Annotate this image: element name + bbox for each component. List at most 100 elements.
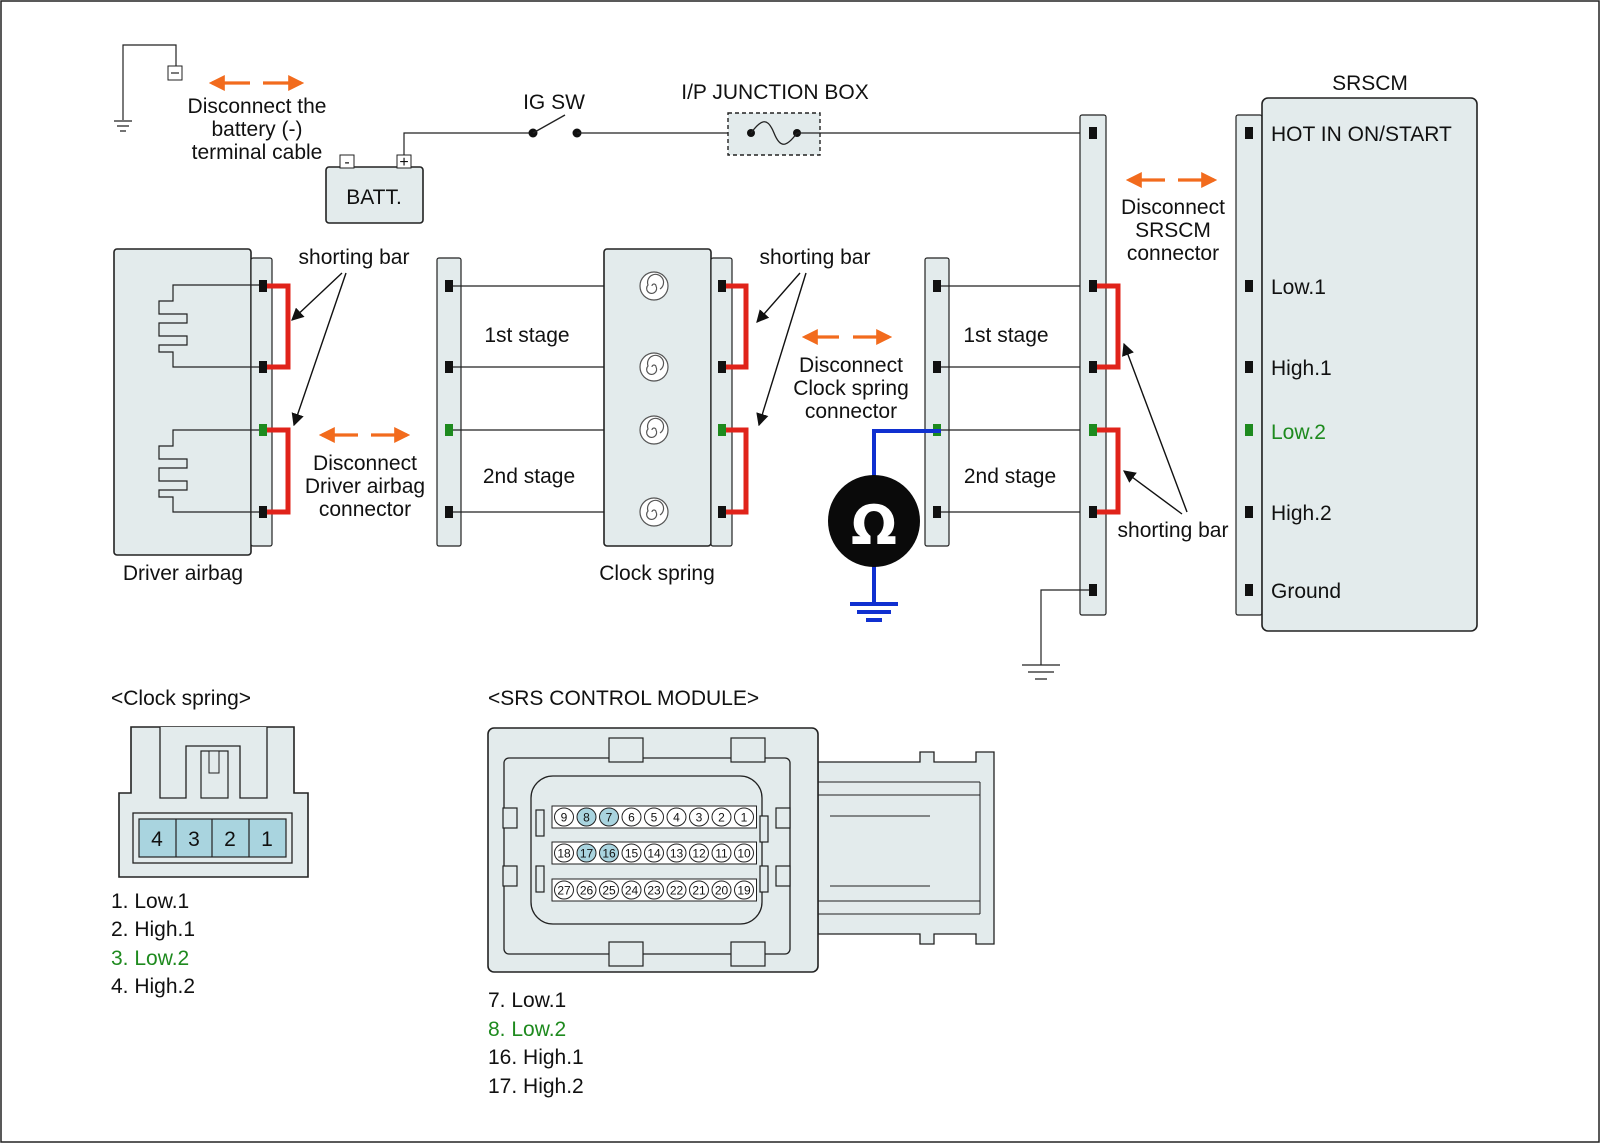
disconnect-clock-line3: connector [805, 400, 897, 423]
srscm-terminal-ground: Ground [1271, 580, 1341, 603]
srs-pin-19 [734, 880, 754, 900]
srs-pin-6 [621, 807, 642, 827]
srs-pin-label-16: 16 [602, 847, 616, 861]
srs-pin-label-25: 25 [602, 884, 616, 898]
battery-positive-terminal: + [399, 154, 408, 171]
clock-legend-4: 4. High.2 [111, 975, 195, 998]
srscm-harness-wires [941, 285, 1092, 513]
clock-connector-title: <Clock spring> [111, 687, 251, 710]
ohm-symbol: Ω [851, 494, 897, 557]
disconnect-clock-line2: Clock spring [793, 377, 909, 400]
srs-pin-8 [576, 807, 597, 827]
srs-pin-20 [711, 880, 732, 900]
battery-note-line2: battery (-) [211, 118, 302, 141]
battery-negative-terminal: - [344, 154, 349, 171]
srscm-terminal-hot-in: HOT IN ON/START [1271, 123, 1452, 146]
srs-pin-label-13: 13 [670, 847, 684, 861]
disconnect-driver-line3: connector [319, 498, 411, 521]
srscm-shorting-bar-label: shorting bar [1118, 519, 1229, 542]
srscm-title: SRSCM [1332, 72, 1408, 95]
clock-stage2-label: 2nd stage [483, 465, 575, 488]
srscm-terminal-high1: High.1 [1271, 357, 1332, 380]
srs-module-title: <SRS CONTROL MODULE> [488, 687, 759, 710]
clock-shorting-bar-arrow-2 [756, 272, 807, 427]
srs-pin-27 [554, 880, 574, 900]
srs-pin-26 [576, 880, 597, 900]
srs-pin-label-9: 9 [561, 811, 568, 825]
srs-pin-label-23: 23 [647, 884, 661, 898]
srs-pin-4 [666, 807, 687, 827]
disconnect-driver-line2: Driver airbag [305, 475, 425, 498]
disconnect-srscm-line2: SRSCM [1135, 219, 1211, 242]
srscm-shorting-bar-arrow-1 [1122, 342, 1188, 513]
srs-pin-10 [734, 843, 754, 863]
ip-junction-box: I/P JUNCTION BOX [681, 81, 869, 156]
srscm-stage1-label: 1st stage [963, 324, 1048, 347]
srs-pin-9 [554, 807, 574, 827]
srs-pin-1 [734, 807, 754, 827]
clock-spring-label: Clock spring [599, 562, 715, 585]
disconnect-clock-line1: Disconnect [799, 354, 903, 377]
clock-spring-module [603, 248, 749, 547]
srs-pin-label-2: 2 [718, 811, 725, 825]
srs-pin-17 [576, 843, 597, 863]
battery-note-line1: Disconnect the [188, 95, 327, 118]
srs-pin-label-17: 17 [580, 847, 594, 861]
srs-legend-1: 7. Low.1 [488, 989, 566, 1012]
srs-pin-label-14: 14 [647, 847, 661, 861]
srs-pin-23 [644, 880, 664, 900]
srs-pin-label-11: 11 [715, 847, 728, 861]
srs-pin-12 [689, 843, 709, 863]
srs-pin-label-27: 27 [557, 884, 571, 898]
srs-pin-label-4: 4 [673, 811, 680, 825]
disconnect-srscm-line3: connector [1127, 242, 1219, 265]
srscm-module-connector [1079, 114, 1121, 616]
clock-shorting-bar-label: shorting bar [760, 246, 871, 269]
srs-legend-3: 16. High.1 [488, 1046, 584, 1069]
battery-ground-terminal [114, 44, 183, 132]
srs-pin-label-5: 5 [651, 811, 658, 825]
clock-legend-3: 3. Low.2 [111, 947, 189, 970]
srscm-shorting-bar-arrow-2 [1122, 470, 1183, 515]
srs-pin-label-1: 1 [741, 811, 748, 825]
clock-spring-left-connector [436, 257, 462, 547]
ohmmeter: Ω [828, 429, 941, 622]
srs-pin-21 [689, 880, 709, 900]
srs-pin-label-19: 19 [737, 884, 751, 898]
srs-legend-2: 8. Low.2 [488, 1018, 566, 1041]
srs-pin-label-7: 7 [606, 811, 613, 825]
clock-connector-pin-4: 4 [151, 828, 163, 851]
srs-pin-label-15: 15 [625, 847, 639, 861]
srscm-harness-connector [924, 257, 950, 547]
clock-stage1-label: 1st stage [484, 324, 569, 347]
srs-pin-13 [666, 843, 687, 863]
srs-pin-25 [599, 880, 619, 900]
srs-pin-7 [599, 807, 619, 827]
srs-pin-3 [689, 807, 709, 827]
battery-to-switch-wire [403, 132, 530, 155]
srs-pin-11 [711, 843, 732, 863]
clock-legend-1: 1. Low.1 [111, 890, 189, 913]
driver-shorting-bar-label: shorting bar [299, 246, 410, 269]
clock-legend-2: 2. High.1 [111, 918, 195, 941]
driver-shorting-bar-arrow-2 [291, 272, 347, 427]
junction-box-label: I/P JUNCTION BOX [681, 81, 868, 104]
driver-airbag-label: Driver airbag [123, 562, 243, 585]
srs-pin-label-22: 22 [670, 884, 684, 898]
srs-pin-label-8: 8 [583, 811, 590, 825]
clock-connector-face: 4 3 2 1 [118, 726, 309, 878]
srs-pin-16 [599, 843, 619, 863]
srscm-terminal-low1: Low.1 [1271, 276, 1326, 299]
battery-label: BATT. [346, 186, 402, 209]
srs-pin-label-20: 20 [715, 884, 729, 898]
clock-spring-wires [453, 285, 720, 513]
srscm-ground-symbol [1022, 664, 1060, 680]
srs-pin-22 [666, 880, 687, 900]
disconnect-driver-line1: Disconnect [313, 452, 417, 475]
ignition-switch: IG SW [523, 91, 585, 138]
srs-pin-label-26: 26 [580, 884, 594, 898]
srscm-terminal-low2: Low.2 [1271, 421, 1326, 444]
srs-pin-label-21: 21 [692, 884, 706, 898]
